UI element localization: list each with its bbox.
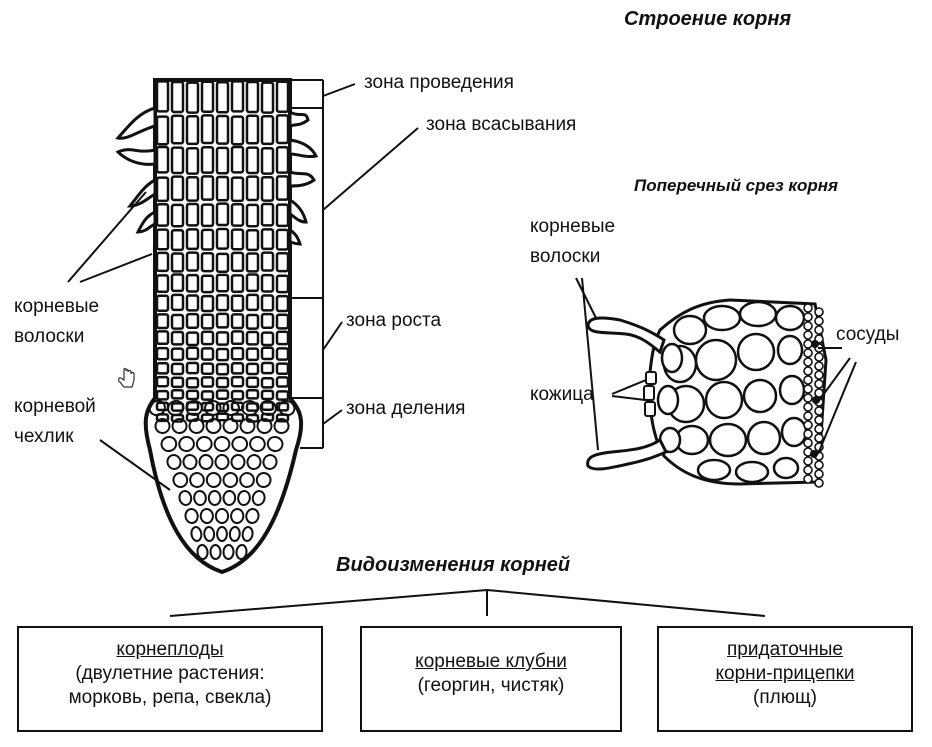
zone-conduction-label: зона проведения (364, 72, 514, 93)
box-adventitious-heading2: корни-прицепки (715, 663, 855, 684)
box-root-crops-line2: морковь, репа, свекла) (68, 687, 272, 708)
box-root-crops-heading: корнеплоды (116, 639, 224, 660)
title-root-structure: Строение корня (624, 8, 792, 30)
root-cross-section (586, 298, 828, 488)
zone-bracket (292, 79, 419, 449)
box-root-tubers-heading: корневые клубни (415, 651, 567, 672)
zone-absorption-label: зона всасывания (426, 114, 577, 135)
box-root-crops: корнеплоды (двулетние растения: морковь,… (17, 626, 323, 732)
box-root-tubers: корневые клубни (георгин, чистяк) (360, 626, 622, 732)
root-hairs-right (288, 109, 319, 246)
root-cap-label-line1: корневой (14, 396, 96, 417)
root-outline (143, 78, 304, 575)
box-root-crops-line1: (двулетние растения: (75, 663, 265, 684)
zone-division-label: зона деления (346, 398, 466, 419)
cross-section-root-hair-bottom (586, 437, 669, 471)
root-hairs-label-line1: корневые (14, 296, 100, 317)
box-root-tubers-line1: (георгин, чистяк) (417, 675, 565, 696)
cs-root-hairs-label-line2: волоски (530, 246, 601, 267)
leader-lines-left (67, 191, 171, 491)
skin-label: кожица (530, 384, 594, 405)
hand-cursor-icon (118, 367, 135, 388)
modifications-tree (169, 589, 766, 617)
title-cross-section: Поперечный срез корня (634, 176, 839, 195)
cross-section-root-hair-top (586, 316, 666, 355)
title-modifications: Видоизменения корней (336, 554, 571, 576)
root-hairs-left (115, 106, 157, 234)
cs-root-hairs-label-line1: корневые (530, 216, 616, 237)
box-adventitious-roots: придаточные корни-прицепки (плющ) (657, 626, 913, 732)
zone-growth-label: зона роста (346, 310, 442, 331)
leader-lines-right (575, 277, 857, 455)
root-longitudinal-section (115, 78, 319, 575)
box-adventitious-line1: (плющ) (753, 687, 817, 708)
root-hairs-label-line2: волоски (14, 326, 85, 347)
box-adventitious-heading: придаточные (727, 639, 843, 660)
root-cap-label-line2: чехлик (14, 426, 74, 447)
vessels-label: сосуды (836, 324, 900, 345)
